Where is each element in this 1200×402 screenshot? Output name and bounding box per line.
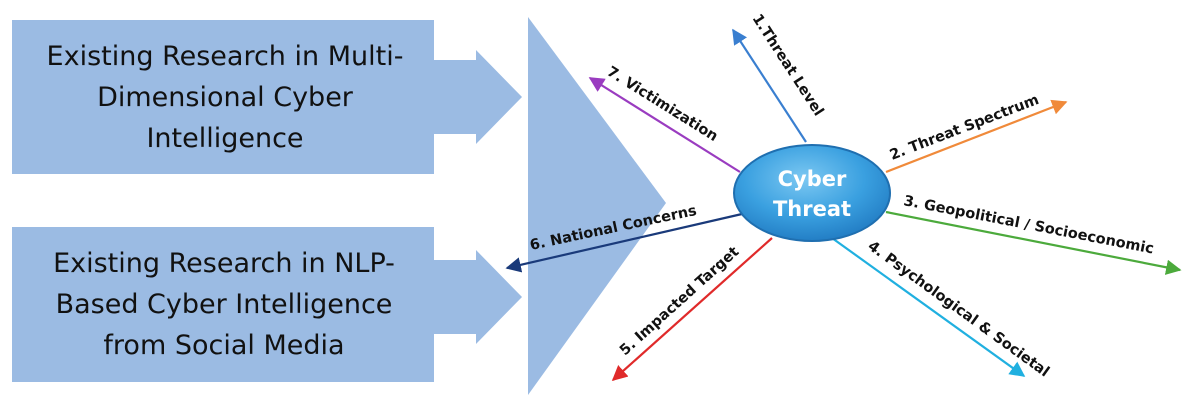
input-arrow-2: [434, 250, 522, 344]
input-arrow-1: [434, 50, 522, 144]
input-box-2-line-1: Existing Research in NLP-: [53, 248, 395, 279]
ray-threat-spectrum: [885, 99, 1068, 174]
ray-label-threat-spectrum: 2. Threat Spectrum: [888, 92, 1042, 164]
ray-victimization: [588, 77, 741, 173]
input-box-nlp: Existing Research in NLP- Based Cyber In…: [12, 227, 522, 382]
input-box-1-line-2: Dimensional Cyber: [97, 82, 354, 113]
ray-label-geopolitical: 3. Geopolitical / Socioeconomic: [902, 193, 1155, 257]
funnel-triangle: [528, 17, 666, 395]
center-label-line-2: Threat: [773, 197, 851, 221]
ray-label-impacted-target: 5. Impacted Target: [617, 244, 742, 359]
input-box-multidimensional: Existing Research in Multi- Dimensional …: [12, 20, 522, 174]
ray-impacted-target: [611, 237, 773, 382]
ray-label-threat-level: 1.Threat Level: [749, 11, 827, 119]
ray-geopolitical: [885, 210, 1182, 275]
input-box-1-rect: [12, 20, 434, 174]
input-box-1-line-1: Existing Research in Multi-: [47, 41, 404, 72]
input-box-2-line-2: Based Cyber Intelligence: [56, 289, 393, 320]
ray-label-victimization: 7. Victimization: [604, 64, 721, 145]
ray-threat-level: [732, 28, 807, 143]
center-cyber-threat: [733, 144, 891, 242]
input-box-2-line-3: from Social Media: [103, 330, 344, 361]
input-box-1-line-3: Intelligence: [146, 123, 303, 154]
center-label-line-1: Cyber: [778, 167, 847, 191]
ray-psychological: [831, 237, 1026, 377]
input-box-2-rect: [12, 227, 434, 382]
ray-label-psychological: 4. Psychological & Societal: [865, 238, 1052, 380]
ray-national-concerns: [505, 212, 743, 273]
